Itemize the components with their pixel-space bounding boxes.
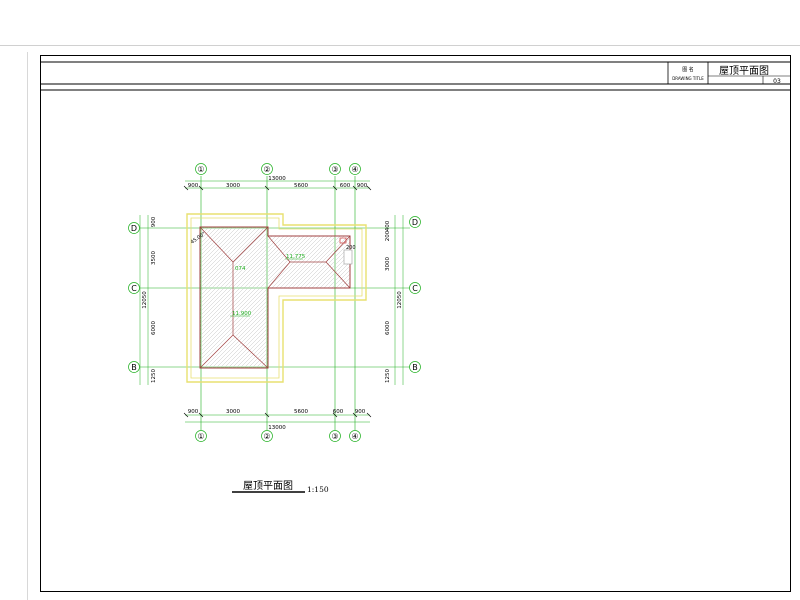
title-block: 图 名 DRAWING TITLE 屋顶平面图 03 [40, 61, 791, 91]
axis-label-left-c: C [131, 284, 137, 293]
eave-outline [186, 213, 367, 383]
dim-right-5: 1250 [385, 369, 391, 383]
drawing-sheet-frame [40, 55, 791, 592]
drawing-caption: 屋顶平面图 1:150 [232, 480, 329, 494]
dim-top-2: 3000 [226, 183, 240, 189]
roof-plan [199, 226, 353, 369]
dim-left-1: 900 [151, 216, 157, 227]
axis-label-left-b: B [131, 363, 137, 372]
dim-bottom-total: 13000 [268, 425, 286, 431]
dim-left-2: 3500 [151, 251, 157, 265]
elevation-mid-label: 11.775 [286, 254, 306, 260]
dim-right-total: 12050 [397, 291, 403, 309]
dim-bottom-5: 900 [355, 409, 366, 415]
dim-top-total: 13000 [268, 176, 286, 182]
dim-top-3: 5600 [294, 183, 308, 189]
value-200-label: 200 [346, 245, 356, 251]
dim-right-3: 3000 [385, 257, 391, 271]
left-margin-line [27, 52, 28, 600]
axis-bubbles-left: D C B [128, 222, 140, 373]
axis-label-right-b: B [412, 363, 418, 372]
caption-scale: 1:150 [307, 485, 329, 494]
axis-label-top-2: ② [263, 165, 270, 174]
dimension-texts-top: 900 3000 5600 600 900 13000 [188, 176, 368, 189]
dim-left-3: 6000 [151, 321, 157, 335]
dimension-lines [139, 180, 404, 423]
drawing-title-text: 屋顶平面图 [719, 65, 769, 77]
caption-title: 屋顶平面图 [243, 480, 293, 492]
dim-bottom-2: 3000 [226, 409, 240, 415]
dim-top-5: 900 [357, 183, 368, 189]
elevation-low-label: 11.900 [232, 311, 252, 317]
dimension-texts-right: 400 200 3000 6000 1250 12050 [385, 220, 403, 383]
axis-label-top-3: ③ [331, 165, 338, 174]
dim-right-1: 400 [385, 220, 391, 231]
axis-label-right-c: C [412, 284, 418, 293]
dimension-texts-left: 900 3500 6000 1250 12050 [142, 216, 157, 383]
top-border-line [0, 45, 800, 46]
axis-bubbles-right: D C B [409, 216, 421, 373]
axis-label-bottom-1: ① [197, 432, 204, 441]
axis-label-right-d: D [412, 218, 418, 227]
dim-top-1: 900 [188, 183, 199, 189]
dim-bottom-4: 600 [333, 409, 344, 415]
axis-bubbles-bottom: ① ② ③ ④ [195, 430, 361, 442]
axis-label-left-d: D [131, 224, 137, 233]
sheet-number: 03 [773, 78, 781, 85]
axis-label-bottom-3: ③ [331, 432, 338, 441]
dim-bottom-3: 5600 [294, 409, 308, 415]
title-label-cn: 图 名 [682, 66, 694, 73]
dimension-texts-bottom: 900 3000 5600 600 900 13000 [188, 409, 366, 431]
axis-label-top-1: ① [197, 165, 204, 174]
dim-left-total: 12050 [142, 291, 148, 309]
dim-top-4: 600 [340, 183, 351, 189]
dim-bottom-1: 900 [188, 409, 199, 415]
axis-bubbles-top: ① ② ③ ④ [195, 163, 361, 175]
axis-label-bottom-4: ④ [351, 432, 358, 441]
title-label-en: DRAWING TITLE [672, 76, 704, 81]
axis-label-top-4: ④ [351, 165, 358, 174]
dim-right-2: 200 [385, 230, 391, 241]
value-074-label: 074 [235, 266, 246, 272]
dim-right-4: 6000 [385, 321, 391, 335]
dim-left-4: 1250 [151, 369, 157, 383]
axis-label-bottom-2: ② [263, 432, 270, 441]
